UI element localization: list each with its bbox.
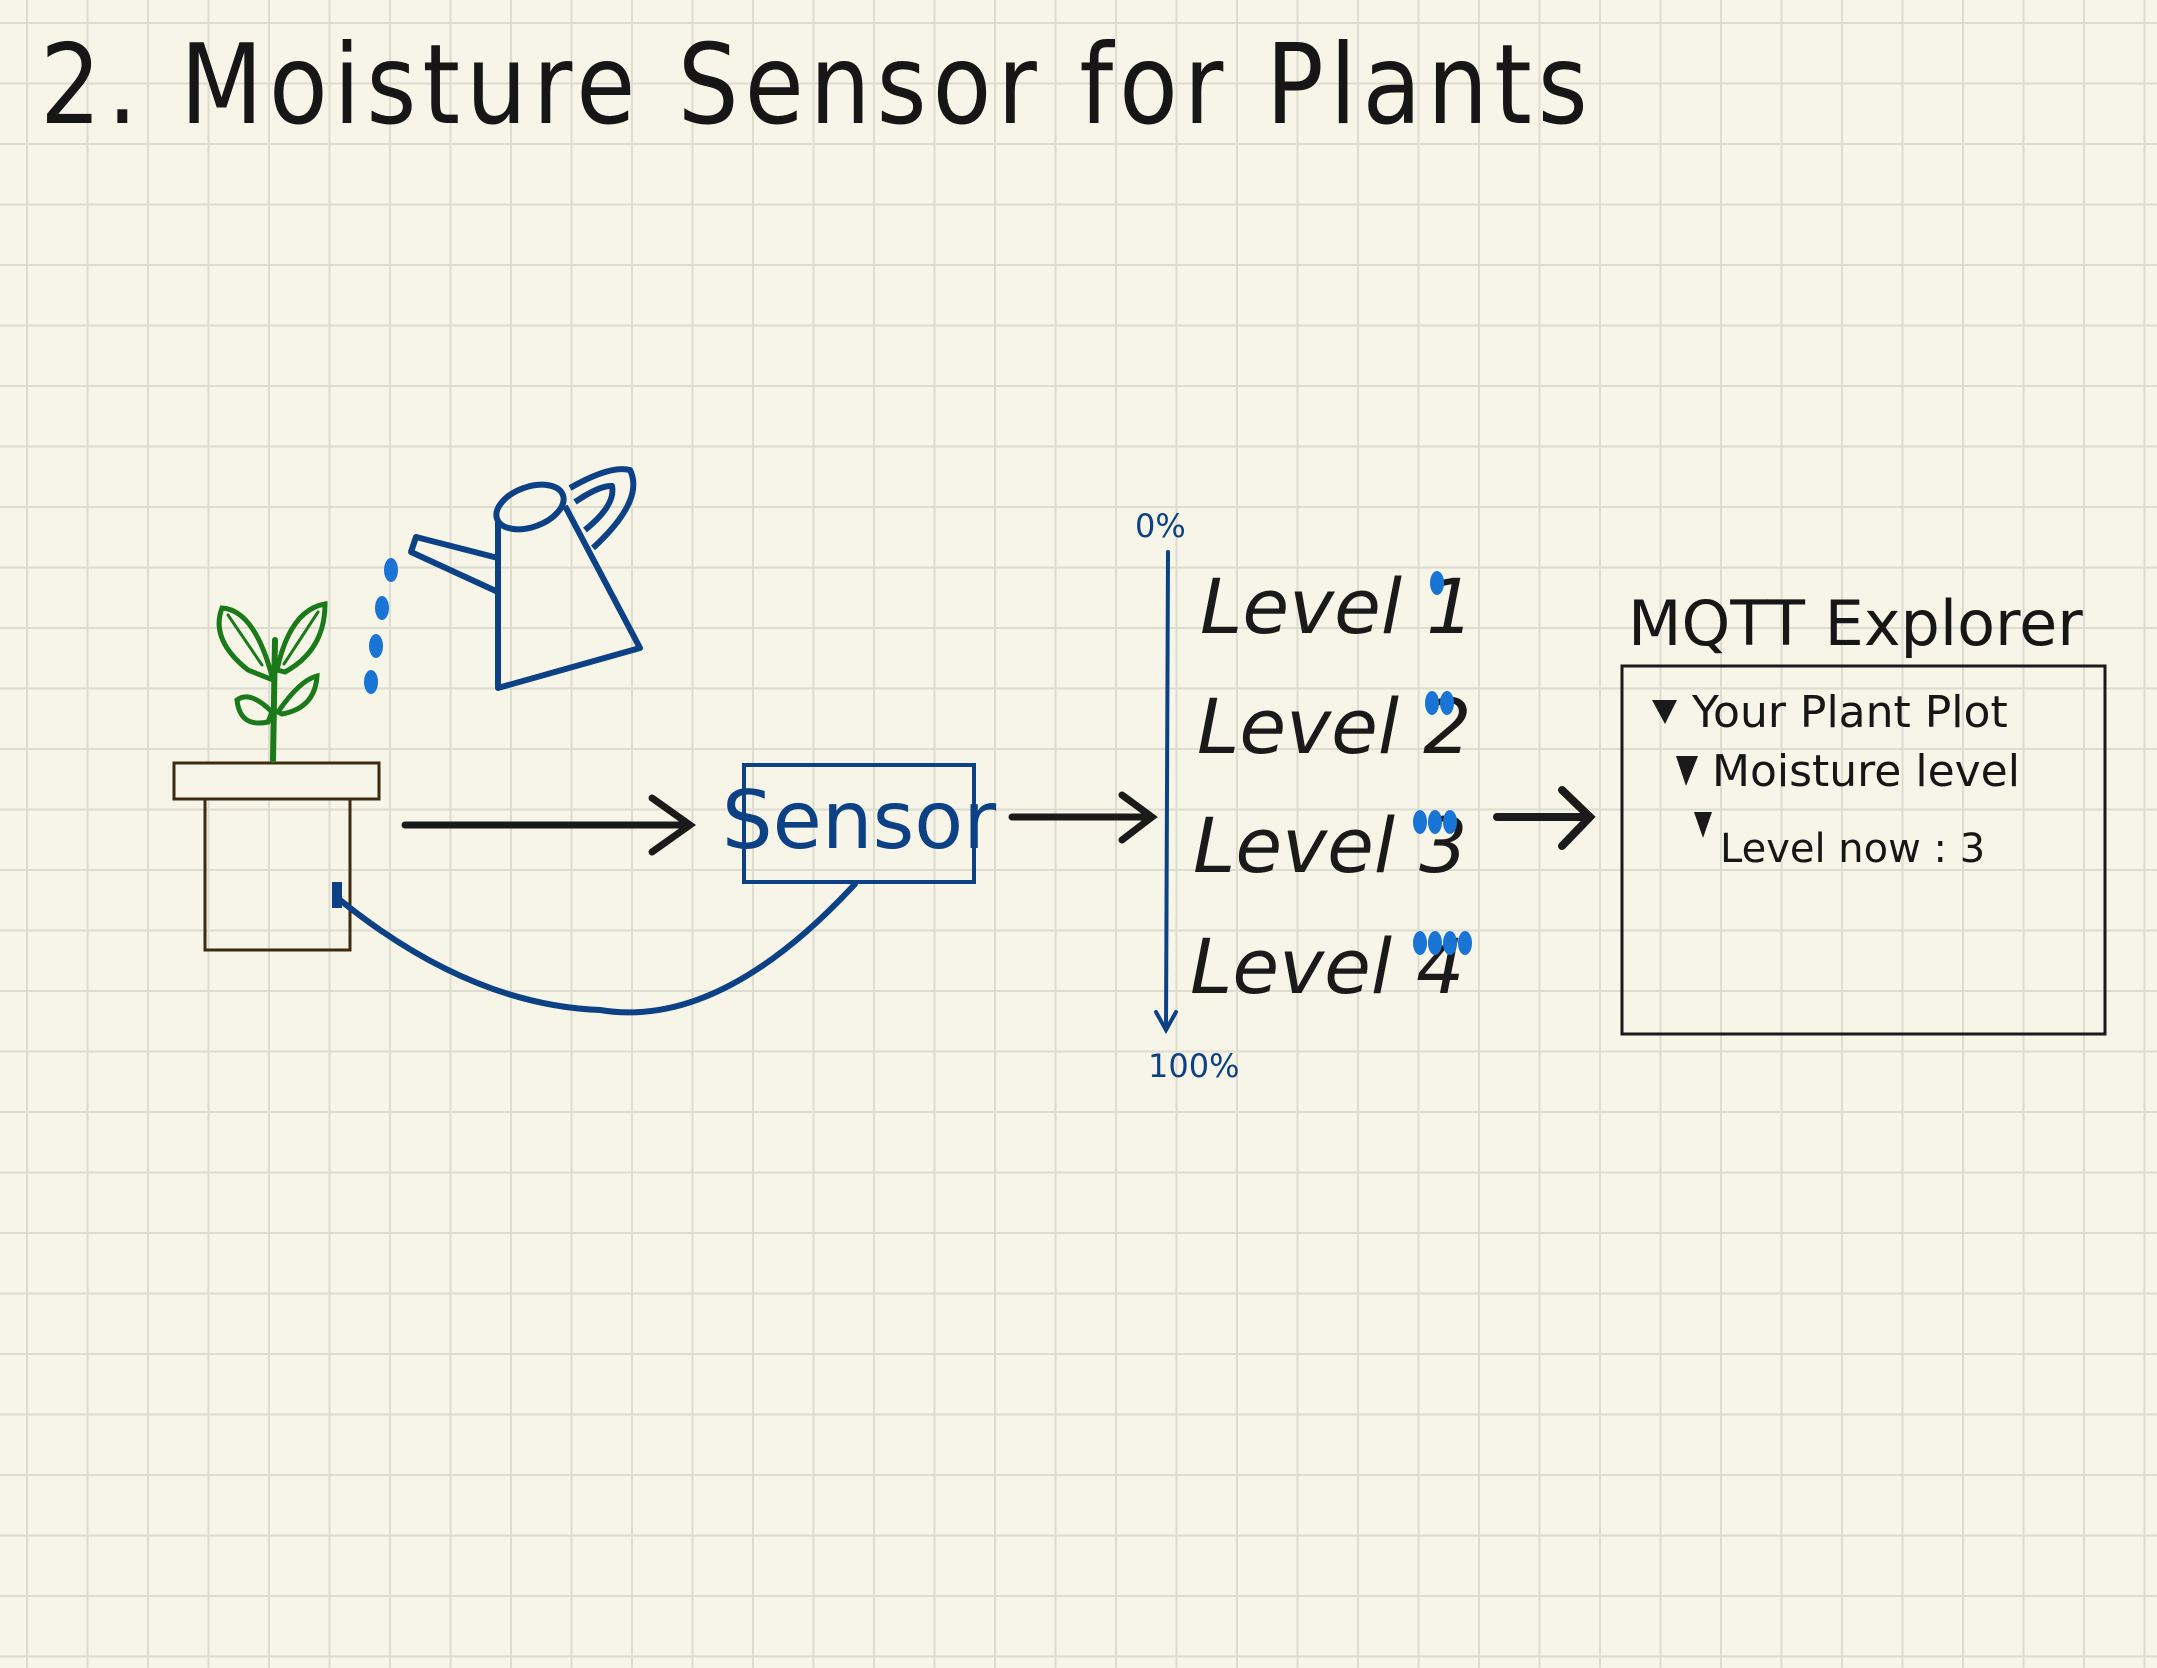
- water-drop-icon: [1430, 571, 1444, 595]
- level-label: Level 2: [1197, 682, 1471, 771]
- sensor-probe: [332, 882, 342, 908]
- pot: [172, 761, 381, 952]
- plant-icon: [216, 601, 328, 763]
- tree-item-child-label: Moisture level: [1712, 746, 2020, 797]
- water-drop-icon: [1413, 931, 1427, 955]
- sensor-label: Sensor: [722, 774, 996, 867]
- level-row: Level 4: [1190, 922, 1472, 1011]
- level-row: Level 2: [1197, 682, 1471, 771]
- water-drop-icon: [1413, 810, 1427, 834]
- water-drop-icon: [1443, 810, 1457, 834]
- levels-list: Level 1 Level 2 Level 3 Level 4: [1190, 562, 1474, 1011]
- tree-item-child[interactable]: Moisture level: [1676, 746, 2020, 797]
- level-label: Level 3: [1193, 801, 1467, 890]
- tree-item-leaf-label: Level now : 3: [1720, 826, 1985, 872]
- tree-item-leaf[interactable]: Level now : 3: [1694, 812, 1985, 872]
- watering-can-icon: [408, 466, 643, 691]
- water-drop-icon: [369, 634, 383, 658]
- sensor-box: Sensor: [722, 763, 996, 884]
- level-row: Level 1: [1200, 562, 1474, 651]
- level-label: Level 1: [1200, 562, 1474, 651]
- arrow-plant-to-sensor: [401, 794, 697, 856]
- tree-item-root-label: Your Plant Plot: [1691, 687, 2008, 738]
- water-drop-icon: [384, 558, 398, 582]
- scale-axis: [1154, 550, 1178, 1035]
- falling-water-drops: [364, 558, 398, 694]
- page-title: 2. Moisture Sensor for Plants: [40, 20, 1594, 150]
- triangle-down-icon[interactable]: [1676, 756, 1698, 786]
- water-drop-icon: [1428, 931, 1442, 955]
- scale-bottom-label: 100%: [1148, 1047, 1239, 1085]
- water-drop-icon: [1443, 931, 1457, 955]
- scale-top-label: 0%: [1135, 507, 1186, 545]
- water-drop-icon: [1428, 810, 1442, 834]
- mqtt-explorer-panel: MQTT Explorer Your Plant Plot Moisture l…: [1620, 587, 2107, 1036]
- water-drop-icon: [1425, 691, 1439, 715]
- mqtt-window: [1620, 664, 2107, 1036]
- arrow-sensor-to-levels: [1008, 791, 1158, 844]
- sensor-connection-curve: [337, 881, 858, 1016]
- tree-item-root[interactable]: Your Plant Plot: [1652, 687, 2008, 738]
- water-drop-icon: [1458, 931, 1472, 955]
- water-drop-icon: [364, 670, 378, 694]
- water-drop-icon: [375, 596, 389, 620]
- plant-pot-icon: [172, 601, 381, 952]
- water-drop-icon: [1440, 691, 1454, 715]
- level-row: Level 3: [1193, 801, 1467, 890]
- mqtt-title: MQTT Explorer: [1628, 587, 2083, 660]
- arrow-levels-to-mqtt: [1493, 786, 1596, 850]
- triangle-down-icon[interactable]: [1694, 812, 1712, 838]
- moisture-scale: 0% 100%: [1135, 507, 1239, 1085]
- triangle-down-icon[interactable]: [1652, 700, 1677, 724]
